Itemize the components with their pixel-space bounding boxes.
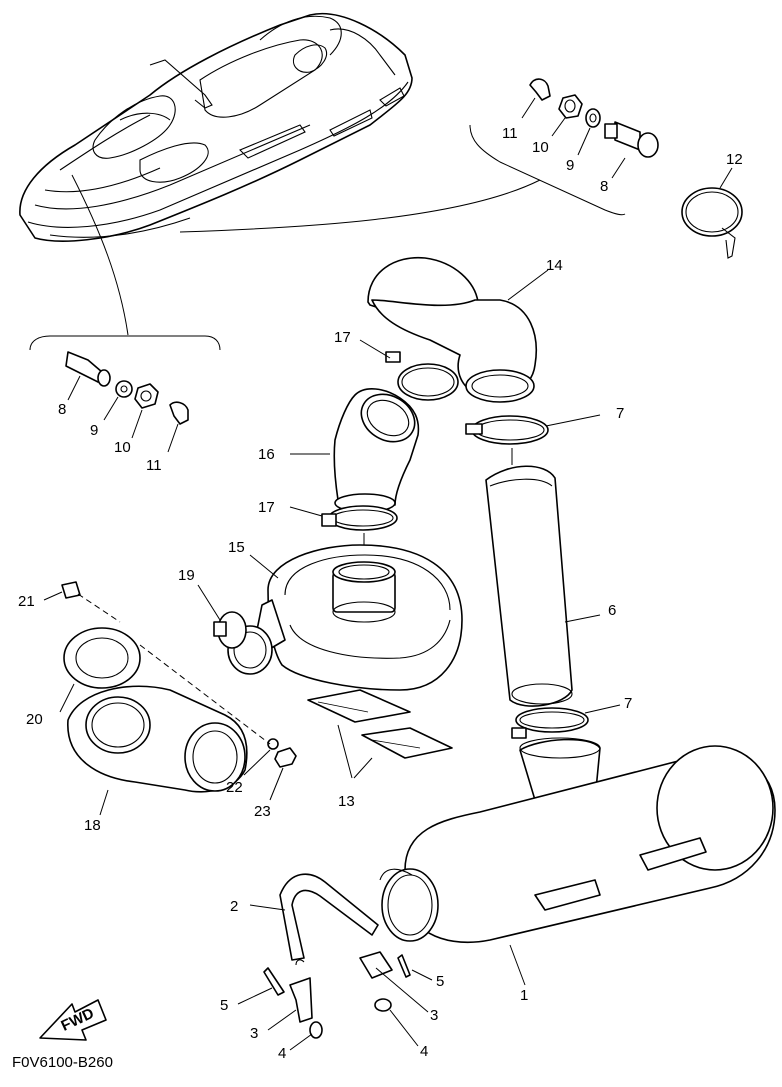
- callout-11-left: 11: [146, 457, 162, 474]
- callouts: 1 2 3 3 4 4 5 5 6 7 7 8 8 9 9 10 10: [18, 97, 743, 1062]
- bracket-3-left: [289, 977, 313, 1023]
- strap-2: [279, 873, 379, 966]
- callout-9-left: 9: [90, 422, 98, 439]
- callout-7-lower: 7: [624, 695, 632, 712]
- nut-23: [274, 747, 297, 768]
- callout-17-upper: 17: [334, 329, 351, 346]
- figure-code-label: F0V6100-B260: [12, 1054, 113, 1071]
- watercraft-illustration: [19, 12, 413, 242]
- callout-17-lower: 17: [258, 499, 275, 516]
- callout-6: 6: [608, 602, 616, 619]
- clip-11-right: [529, 78, 551, 101]
- washer-9-right: [585, 108, 601, 128]
- clip-11-left: [169, 401, 189, 425]
- callout-3-left: 3: [250, 1025, 258, 1042]
- washer-9-left: [115, 380, 133, 398]
- hose-fitting-8-left: [65, 351, 111, 387]
- water-lock-15: [227, 544, 463, 691]
- assembly-line-left: [77, 593, 271, 745]
- intake-duct-18: [67, 685, 248, 793]
- callout-8-left: 8: [58, 401, 66, 418]
- callout-12: 12: [726, 151, 743, 168]
- bracket-3-right: [359, 951, 393, 979]
- leader-craft-to-right-group: [179, 179, 541, 233]
- callout-18: 18: [84, 817, 101, 834]
- callout-16: 16: [258, 446, 275, 463]
- callout-8-right: 8: [600, 178, 608, 195]
- clamp-band-12: [681, 187, 743, 259]
- hose-fitting-8-right: [604, 121, 659, 158]
- nut-10-right: [558, 94, 583, 119]
- callout-19: 19: [178, 567, 195, 584]
- bolt-5-left: [263, 967, 285, 996]
- leader-craft-to-left-group: [71, 174, 129, 336]
- callout-3-right: 3: [430, 1007, 438, 1024]
- callout-14: 14: [546, 257, 563, 274]
- bolt-21: [61, 581, 81, 599]
- washer-22: [267, 738, 279, 750]
- callout-4-right: 4: [420, 1043, 428, 1060]
- rubber-elbow-14: [367, 256, 537, 403]
- pads-13: [307, 689, 453, 759]
- hose-clamp-19: [213, 611, 247, 649]
- fwd-direction-badge: FWD: [39, 999, 107, 1041]
- callout-9-right: 9: [566, 157, 574, 174]
- hose-clamp-17-upper: [385, 351, 459, 401]
- bolt-5-right: [397, 954, 411, 978]
- washer-4-left: [309, 1021, 323, 1039]
- callout-23: 23: [254, 803, 271, 820]
- exhaust-hose-6: [485, 465, 573, 707]
- callout-21: 21: [18, 593, 35, 610]
- callout-7-upper: 7: [616, 405, 624, 422]
- rubber-elbow-16: [333, 388, 420, 513]
- plate-20: [63, 627, 141, 689]
- nut-10-left: [134, 383, 159, 409]
- bracket-left-group: [29, 335, 221, 351]
- callout-20: 20: [26, 711, 43, 728]
- hose-clamp-7-upper: [465, 415, 549, 445]
- bracket-right-group: [469, 124, 626, 216]
- callout-1: 1: [520, 987, 528, 1004]
- hose-clamp-17-lower: [321, 505, 398, 531]
- muffler-1: [379, 737, 776, 944]
- hose-clamp-7-lower: [511, 707, 589, 739]
- callout-11-right: 11: [502, 125, 518, 142]
- callout-5-right: 5: [436, 973, 444, 990]
- callout-13: 13: [338, 793, 355, 810]
- callout-10-right: 10: [532, 139, 549, 156]
- callout-10-left: 10: [114, 439, 131, 456]
- callout-4-left: 4: [278, 1045, 286, 1062]
- callout-2: 2: [230, 898, 238, 915]
- callout-15: 15: [228, 539, 245, 556]
- callout-5-left: 5: [220, 997, 228, 1014]
- callout-22: 22: [226, 779, 243, 796]
- washer-4-right: [374, 998, 392, 1012]
